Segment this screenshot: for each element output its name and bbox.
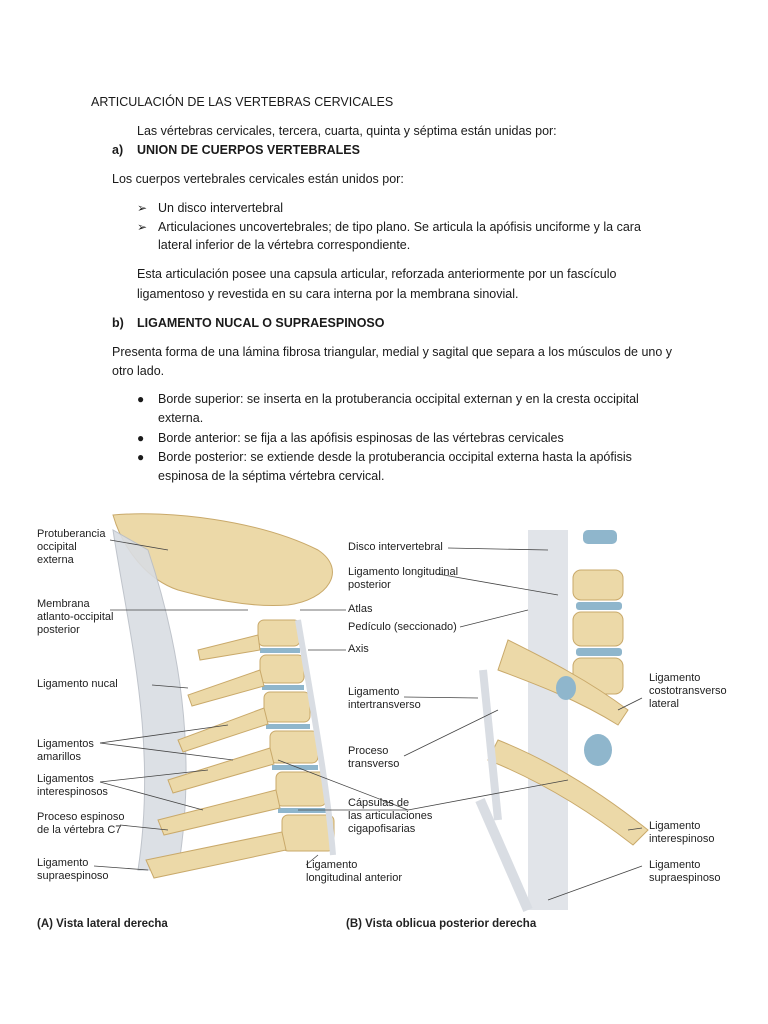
label-protuberancia: Protuberancia occipital externa — [37, 528, 106, 566]
lateral-view-drawing — [112, 513, 336, 879]
bullet-icon: ● — [137, 450, 145, 464]
label-ligamento-costotransverso: Ligamento costotransverso lateral — [649, 672, 727, 710]
bullet-item-continuation: espinosa de la séptima vértebra cervical… — [158, 469, 385, 483]
label-membrana: Membrana atlanto-occipital posterior — [37, 598, 114, 636]
label-atlas: Atlas — [348, 603, 373, 615]
intro-text: Las vértebras cervicales, tercera, cuart… — [137, 124, 557, 138]
bullet-item-continuation: externa. — [158, 411, 204, 425]
label-disco-intervertebral: Disco intervertebral — [348, 541, 443, 553]
label-ligamento-intertransverso: Ligamento intertransverso — [348, 686, 421, 711]
label-pediculo: Pedículo (seccionado) — [348, 621, 457, 633]
section-a-paragraph: Los cuerpos vertebrales cervicales están… — [112, 172, 404, 186]
list-item-continuation: lateral inferior de la vértebra correspo… — [158, 238, 411, 252]
section-b-paragraph-line: Presenta forma de una lámina fibrosa tri… — [112, 345, 673, 359]
list-item: Articulaciones uncovertebrales; de tipo … — [158, 220, 641, 234]
label-ligamento-interespinoso: Ligamento interespinoso — [649, 820, 715, 845]
label-proceso-espinoso-c7: Proceso espinoso de la vértebra C7 — [37, 811, 125, 836]
capsule-paragraph-line: ligamentoso y revestida en su cara inter… — [137, 287, 519, 301]
list-item: Un disco intervertebral — [158, 201, 284, 215]
section-b-marker: b) — [112, 316, 124, 330]
label-ligamento-supraespinoso-b: Ligamento supraespinoso — [649, 859, 721, 884]
caption-view-a: (A) Vista lateral derecha — [37, 918, 168, 930]
cervical-spine-illustration — [28, 510, 740, 940]
anatomy-figure: Protuberancia occipital externa Membrana… — [28, 510, 740, 940]
bullet-icon: ● — [137, 431, 145, 445]
label-ligamentos-amarillos: Ligamentos amarillos — [37, 738, 94, 763]
capsule-paragraph-line: Esta articulación posee una capsula arti… — [137, 267, 617, 281]
bullet-item: Borde anterior: se fija a las apófisis e… — [158, 431, 564, 445]
oblique-view-drawing — [475, 530, 649, 912]
section-a-marker: a) — [112, 143, 124, 157]
leader-lines — [93, 539, 643, 901]
label-ligamento-nucal: Ligamento nucal — [37, 678, 118, 690]
label-ligamento-longitudinal-posterior: Ligamento longitudinal posterior — [348, 566, 459, 591]
label-ligamento-longitudinal-anterior: Ligamento longitudinal anterior — [306, 859, 403, 884]
section-b-paragraph-line: otro lado. — [112, 364, 165, 378]
page-title: ARTICULACIÓN DE LAS VERTEBRAS CERVICALES — [91, 95, 394, 109]
bullet-icon: ● — [137, 392, 145, 406]
section-a-heading: UNION DE CUERPOS VERTEBRALES — [137, 143, 360, 157]
label-axis: Axis — [348, 643, 369, 655]
arrow-bullet-icon: ➢ — [137, 201, 148, 215]
label-ligamento-supraespinoso-a: Ligamento supraespinoso — [37, 857, 109, 882]
bullet-item: Borde posterior: se extiende desde la pr… — [158, 450, 632, 464]
label-ligamentos-interespinosos: Ligamentos interespinosos — [37, 773, 108, 798]
caption-view-b: (B) Vista oblicua posterior derecha — [346, 918, 537, 930]
arrow-bullet-icon: ➢ — [137, 220, 148, 234]
section-b-heading: LIGAMENTO NUCAL O SUPRAESPINOSO — [137, 316, 385, 330]
label-capsulas-articulaciones: Cápsulas de las articulaciones cigapofis… — [348, 797, 433, 835]
bullet-item: Borde superior: se inserta en la protube… — [158, 392, 639, 406]
label-proceso-transverso: Proceso transverso — [348, 745, 400, 770]
